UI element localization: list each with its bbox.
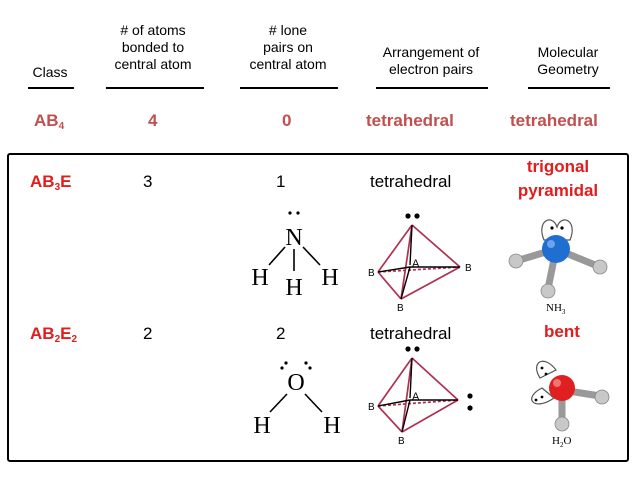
ab3e-tetrahedron: A B B B [368,213,472,313]
header-lone-pairs: # lone pairs on central atom [249,22,327,72]
ab4-class: AB4 [34,111,65,132]
h2o-model-label: H2O [552,435,571,449]
ab4-arrangement: tetrahedral [366,111,454,130]
header-atoms-bonded: # of atoms bonded to central atom [114,22,192,72]
nh3-n-label: N [285,225,302,251]
ab3e-arrangement: tetrahedral [370,172,452,191]
nh3-ball-and-stick-model: NH3 [508,219,608,316]
header-geometry: Molecular Geometry [537,44,599,77]
rows-box [7,153,629,462]
ab2e2-class: AB2E2 [30,324,78,345]
h2o-lewis-structure: O H H [253,361,341,439]
ab2e2-geometry: bent [544,322,580,341]
tetra1-b-label-bottom: B [397,303,404,313]
tetra1-b-label-right: B [465,263,472,274]
tetra2-b-label-bottom: B [398,436,405,447]
header-lone-underline [240,87,338,89]
header-arrangement: Arrangement of electron pairs [382,44,480,77]
nh3-h-label-right: H [321,265,338,291]
ab2e2-atoms: 2 [143,324,153,343]
nh3-h-label-left: H [251,265,268,291]
ab2e2-arrangement: tetrahedral [370,324,452,343]
header-class-underline [28,87,74,89]
tetra2-a-label: A [412,391,420,403]
h2o-o-label: O [287,370,304,396]
ab4-atoms: 4 [148,111,158,130]
header-arrangement-underline [376,87,488,89]
nh3-h-label-center: H [285,275,302,300]
h2o-ball-and-stick-model: H2O [531,360,610,449]
ab4-geometry: tetrahedral [510,111,598,130]
ab2e2-tetrahedron: A B B [368,346,473,447]
ab3e-lone-pairs: 1 [276,172,286,191]
nh3-model-label: NH3 [546,302,566,316]
header-class: Class [32,64,68,80]
h2o-h-label-right: H [323,413,340,439]
ab4-lone-pairs: 0 [282,111,292,130]
tetra2-b-label-left: B [368,402,375,413]
ab3e-geometry: trigonal pyramidal [517,157,599,200]
ab3e-class: AB3E [30,172,72,193]
nh3-lewis-structure: N H H H [251,211,339,300]
ab3e-atoms: 3 [143,172,153,191]
tetra1-b-label-left: B [368,268,375,279]
header-geometry-underline [528,87,610,89]
ab2e2-lone-pairs: 2 [276,324,286,343]
header-atoms-underline [106,87,204,89]
tetra1-a-label: A [412,258,420,270]
h2o-h-label-left: H [253,413,270,439]
